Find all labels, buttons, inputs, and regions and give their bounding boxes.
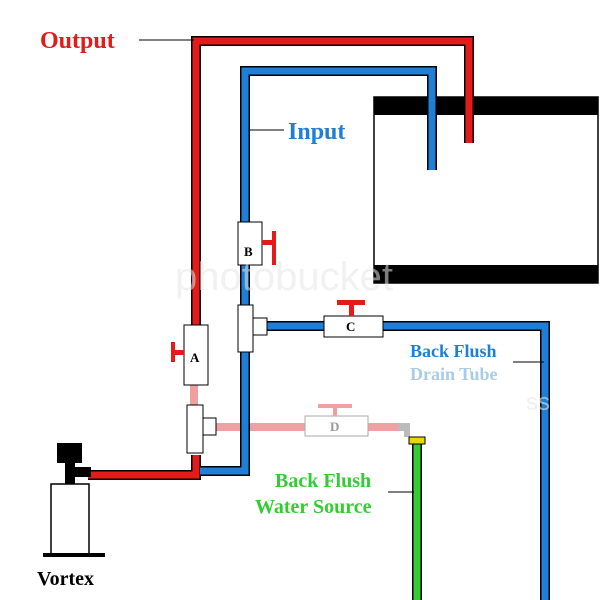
back-flush-drain-label-2: Drain Tube	[410, 364, 498, 384]
watermark: photobucket	[175, 255, 393, 299]
tee-upper	[237, 304, 268, 353]
back-flush-drain-label-1: Back Flush	[410, 341, 497, 361]
valve-b[interactable]	[237, 221, 276, 266]
vortex-label: Vortex	[37, 568, 94, 590]
backflush-source-pipe	[408, 436, 426, 600]
valve-c-label: C	[346, 319, 355, 334]
red-t-handle-icon	[171, 342, 184, 362]
valve-d-label: D	[330, 419, 339, 434]
valve-a[interactable]	[171, 324, 209, 386]
red-t-handle-icon	[337, 300, 365, 316]
input-pipe	[200, 66, 550, 600]
faded-backflush-line	[190, 385, 410, 437]
back-flush-source-label-1: Back Flush	[275, 470, 371, 492]
back-flush-source-label-2: Water Source	[255, 496, 372, 518]
tee-lower	[186, 404, 217, 454]
tank	[373, 96, 599, 284]
red-t-handle-icon	[262, 231, 276, 265]
red-t-handle-icon	[318, 404, 352, 416]
vortex-pump-icon	[43, 443, 105, 557]
hose-fitting-icon	[408, 436, 426, 445]
output-pipe	[88, 36, 474, 480]
tank-bottom-band	[374, 265, 598, 283]
valve-c[interactable]	[323, 300, 384, 338]
output-label: Output	[40, 28, 115, 54]
valve-b-label: B	[244, 244, 253, 259]
tank-top-band	[374, 97, 598, 115]
input-label: Input	[288, 119, 345, 145]
watermark-suffix: ss	[526, 389, 550, 416]
valve-d[interactable]	[304, 404, 369, 437]
valve-a-label: A	[190, 350, 200, 365]
